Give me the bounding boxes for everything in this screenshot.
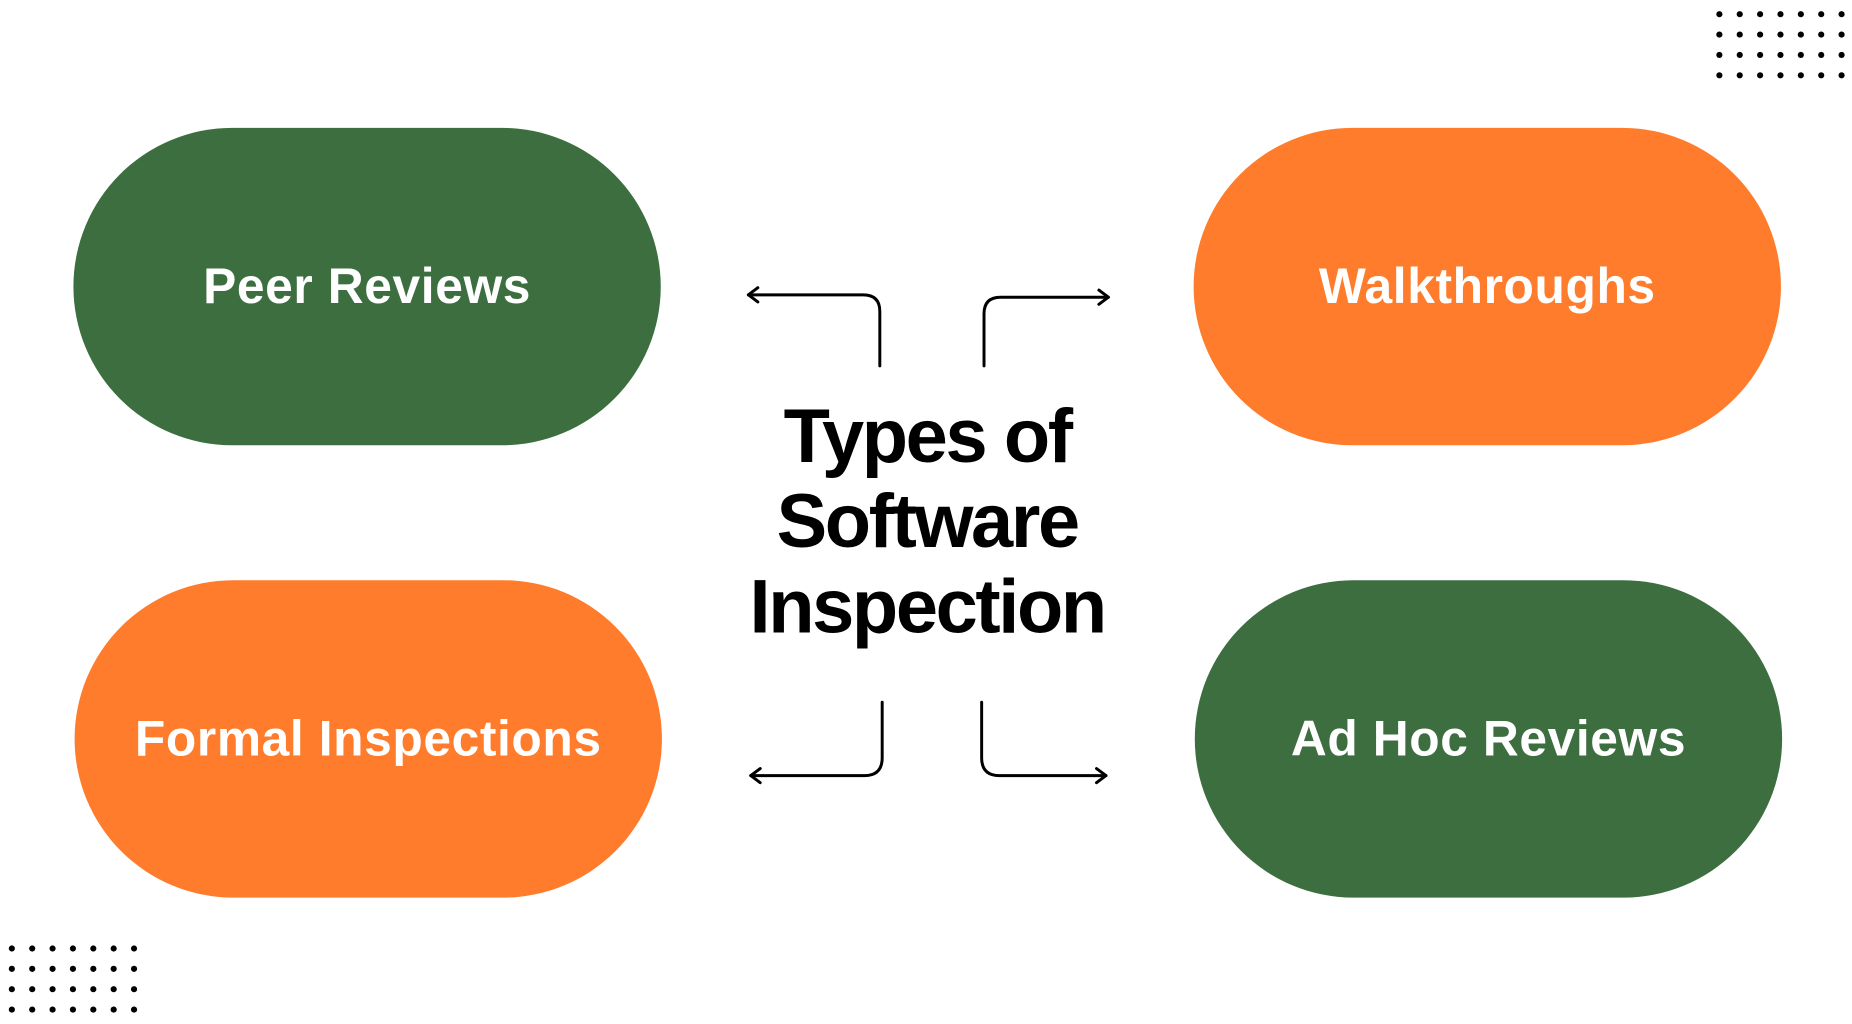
diagram-title: Types of Software Inspection [690,393,1164,649]
dot [1838,11,1845,18]
dot [1818,51,1825,59]
dot [1757,31,1764,38]
dot [1757,51,1764,59]
dot [29,1006,36,1013]
dot [49,986,56,993]
dot [1716,31,1723,38]
dot [1716,11,1723,18]
dot [1838,31,1845,38]
dot [1736,31,1743,38]
dot [29,986,36,993]
dot [1736,72,1743,79]
dot [1797,72,1804,79]
formal-inspections-pill: Formal Inspections [74,580,662,898]
dot [1838,72,1845,79]
dot [69,945,77,952]
dot [90,945,97,952]
dot [29,945,36,952]
dot [110,945,117,952]
dot [29,965,36,972]
dot [1736,51,1743,59]
dot [130,986,138,993]
dot [1797,11,1804,18]
dot [8,945,15,952]
dot [90,1006,97,1013]
dot [1818,11,1825,18]
dot [1757,11,1764,18]
arrow-bottom-left [749,700,884,785]
dot [1716,51,1723,59]
dot [69,986,77,993]
dot [1818,31,1825,38]
walkthroughs-label: Walkthroughs [1318,258,1656,314]
dot [90,965,97,972]
dot [1797,31,1804,38]
dot [1736,11,1743,18]
dot [1777,51,1784,59]
dot [1716,72,1723,79]
title-line-1: Types of [783,393,1073,479]
arrow-top-left [746,286,882,368]
dot [110,986,117,993]
dot [1818,72,1825,79]
dot-grid-top-right [1716,11,1845,79]
walkthroughs-pill: Walkthroughs [1193,127,1781,446]
dot [8,965,15,972]
ad-hoc-reviews-label: Ad Hoc Reviews [1290,710,1687,767]
dot [1838,51,1845,59]
dot [8,1006,15,1013]
dot [49,1006,56,1013]
dot [110,965,117,972]
dot [49,945,56,952]
dot [90,986,97,993]
formal-inspections-label: Formal Inspections [134,710,602,767]
dot [1777,31,1784,38]
arrow-top-right [982,288,1110,368]
dot [69,1006,77,1013]
dot [130,945,138,952]
dot [1797,51,1804,59]
arrow-bottom-right [980,700,1108,785]
dot-grid-bottom-left [8,945,138,1013]
dot [69,965,77,972]
dot [1777,72,1784,79]
ad-hoc-reviews-pill: Ad Hoc Reviews [1194,580,1783,898]
dot [1777,11,1784,18]
dot [110,1006,117,1013]
dot [130,1006,138,1013]
title-line-3: Inspection [749,563,1108,649]
peer-reviews-pill: Peer Reviews [73,127,661,446]
dot [49,965,56,972]
peer-reviews-label: Peer Reviews [203,258,531,314]
dot [130,965,138,972]
dot [1757,72,1764,79]
dot [8,986,15,993]
title-line-2: Software [776,478,1080,564]
